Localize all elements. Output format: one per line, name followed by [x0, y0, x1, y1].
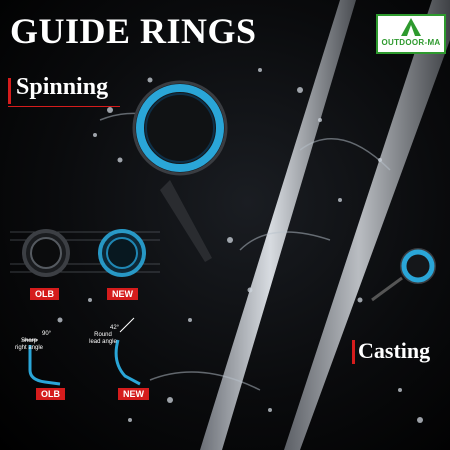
- spinning-label: Spinning: [16, 74, 109, 100]
- water-splash: [57, 38, 423, 423]
- brand-logo: OUTDOOR-MA: [376, 14, 446, 54]
- new-ring-tag: NEW: [107, 288, 138, 300]
- new-angle-caption-line1: Round: [94, 332, 112, 338]
- spinning-guide-ring: [132, 80, 228, 262]
- old-angle-profile: [22, 339, 61, 386]
- new-angle-tag: NEW: [118, 388, 149, 400]
- old-angle-tag: OLB: [36, 388, 65, 400]
- tent-icon: [401, 18, 421, 36]
- old-angle-caption: Sharp right angle: [12, 338, 46, 352]
- spinning-underline: [8, 106, 120, 107]
- new-angle-degree: 42°: [110, 325, 120, 331]
- casting-accent-bar: [352, 340, 355, 364]
- new-angle-profile: [114, 317, 141, 386]
- old-angle-degree: 90°: [42, 331, 52, 337]
- old-ring-tag: OLB: [30, 288, 59, 300]
- new-angle-caption-line2: lead angle: [89, 339, 117, 345]
- old-angle-caption-line1: Sharp: [20, 338, 37, 344]
- new-angle-caption: Round lead angle: [88, 332, 118, 346]
- old-angle-caption-line2: right angle: [14, 345, 44, 351]
- new-ring-illustration: [98, 229, 146, 277]
- spinning-rod: [200, 0, 356, 450]
- old-ring-illustration: [22, 229, 70, 277]
- casting-guide-ring: [371, 248, 436, 302]
- logo-text: OUTDOOR-MA: [381, 38, 441, 47]
- spinning-accent-bar: [8, 78, 11, 104]
- page-title: GUIDE RINGS: [10, 11, 257, 51]
- casting-label: Casting: [358, 338, 431, 363]
- casting-rod: [284, 0, 450, 450]
